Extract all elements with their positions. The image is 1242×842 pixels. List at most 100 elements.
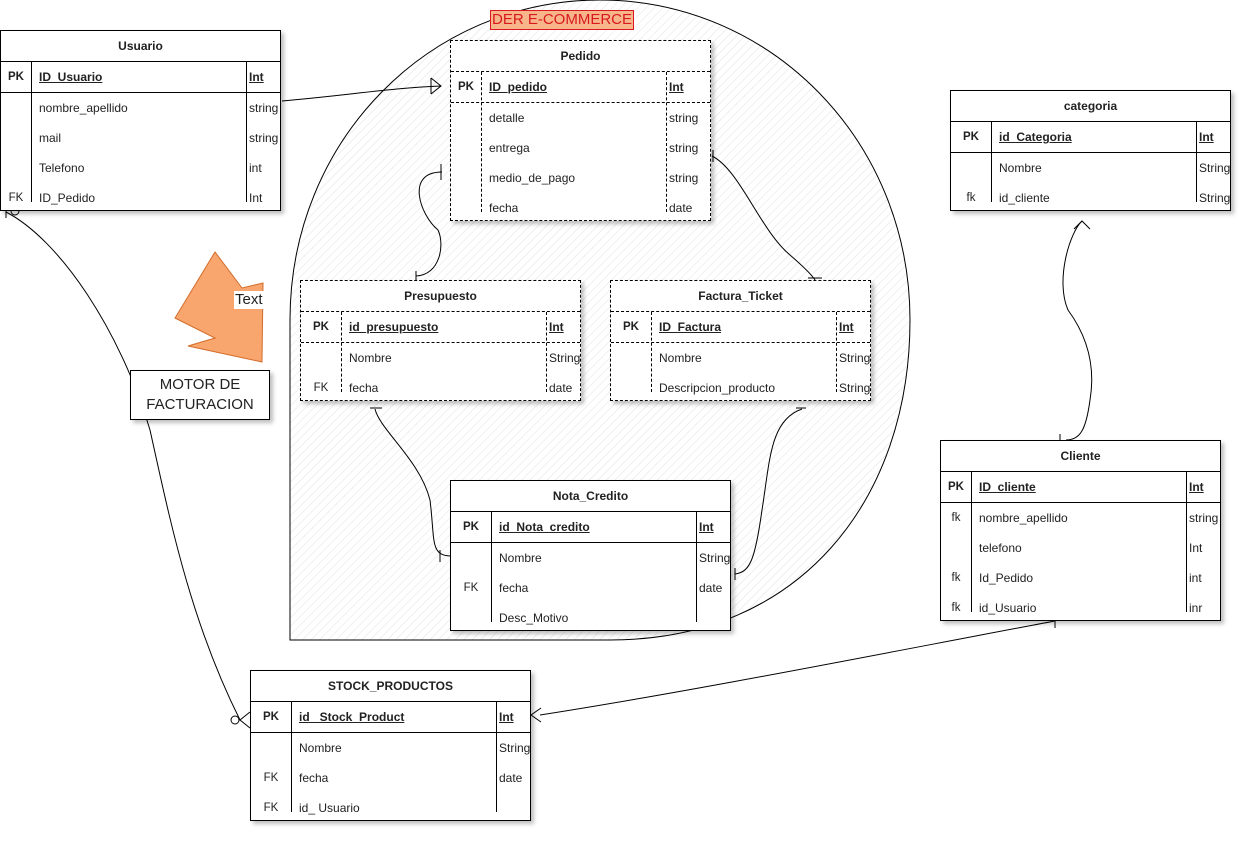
edge-categoria-cliente xyxy=(1062,220,1093,441)
diagram-title: DER E-COMMERCE xyxy=(490,10,635,30)
bar-marker xyxy=(712,150,822,279)
entity-field-row[interactable]: PK ID_cliente Int xyxy=(941,472,1220,503)
field-type: string xyxy=(1189,511,1219,525)
field-key: PK xyxy=(963,131,979,143)
entity-presupuesto-title: Presupuesto xyxy=(301,281,580,312)
callout-arrow-shape xyxy=(174,251,264,363)
entity-field-row[interactable]: FK fecha date xyxy=(251,763,530,793)
field-name: fecha xyxy=(489,201,519,215)
entity-field-row[interactable]: Nombre String xyxy=(251,733,530,763)
column-divider xyxy=(1196,122,1197,202)
field-key: FK xyxy=(263,802,279,814)
field-name: ID_cliente xyxy=(979,480,1036,494)
entity-cliente-title: Cliente xyxy=(941,441,1220,472)
field-name: ID_pedido xyxy=(489,80,548,94)
crowfoot-marker xyxy=(430,77,442,95)
field-name: fecha xyxy=(499,581,529,595)
column-divider xyxy=(291,702,292,812)
arrow-text-label: Text xyxy=(234,291,264,309)
field-key: FK xyxy=(463,582,479,594)
field-type: date xyxy=(499,771,523,785)
field-key: PK xyxy=(948,481,964,493)
field-name: entrega xyxy=(489,141,530,155)
field-name: Nombre xyxy=(299,741,342,755)
field-name: detalle xyxy=(489,111,525,125)
field-type: Int xyxy=(1199,130,1214,144)
field-key: PK xyxy=(8,71,24,83)
field-name: nombre_apellido xyxy=(39,101,128,115)
field-type: String xyxy=(839,381,871,395)
field-key: PK xyxy=(313,321,329,333)
field-type: int xyxy=(1189,571,1202,585)
field-name: fecha xyxy=(299,771,329,785)
field-key: PK xyxy=(623,321,639,333)
field-name: id_ Stock_Product xyxy=(299,710,405,724)
field-type: Int xyxy=(839,320,854,334)
field-type: String xyxy=(1199,161,1231,175)
field-type: date xyxy=(669,201,693,215)
field-type: String xyxy=(1199,191,1231,205)
column-divider xyxy=(491,512,492,622)
field-type: Int xyxy=(1189,480,1204,494)
field-key: PK xyxy=(463,521,479,533)
field-name: id_Nota_credito xyxy=(499,520,590,534)
column-divider xyxy=(696,512,697,622)
column-divider xyxy=(1186,472,1187,612)
column-divider xyxy=(836,312,837,392)
field-name: fecha xyxy=(349,381,379,395)
motor-facturacion-box[interactable]: MOTOR DE FACTURACION xyxy=(130,370,270,420)
column-divider xyxy=(31,62,32,202)
field-type: int xyxy=(249,161,262,175)
field-key: FK xyxy=(313,382,329,394)
field-name: telefono xyxy=(979,541,1022,555)
edge-cliente-stock xyxy=(539,620,1056,716)
field-name: medio_de_pago xyxy=(489,171,576,185)
field-type: String xyxy=(499,741,531,755)
entity-field-row[interactable]: fecha date xyxy=(451,193,710,223)
field-key: FK xyxy=(263,772,279,784)
column-divider xyxy=(496,702,497,812)
column-divider xyxy=(666,72,667,212)
entity-field-row[interactable]: Desc_Motivo xyxy=(451,603,730,633)
field-type: Int xyxy=(249,191,263,205)
entity-categoria-title: categoria xyxy=(951,91,1230,122)
field-name: ID_Pedido xyxy=(39,191,96,205)
edge-usuario-stock xyxy=(5,211,241,721)
